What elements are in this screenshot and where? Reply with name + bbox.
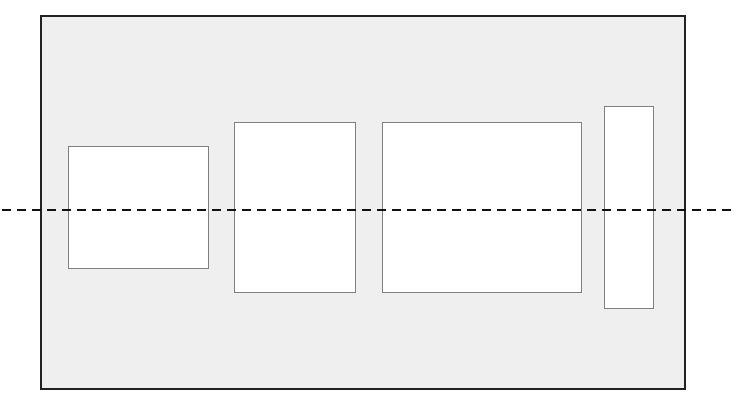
flex-item-2 xyxy=(234,122,356,293)
flex-item-4 xyxy=(604,106,654,309)
flex-item-1 xyxy=(68,146,209,269)
flex-item-3 xyxy=(382,122,582,293)
